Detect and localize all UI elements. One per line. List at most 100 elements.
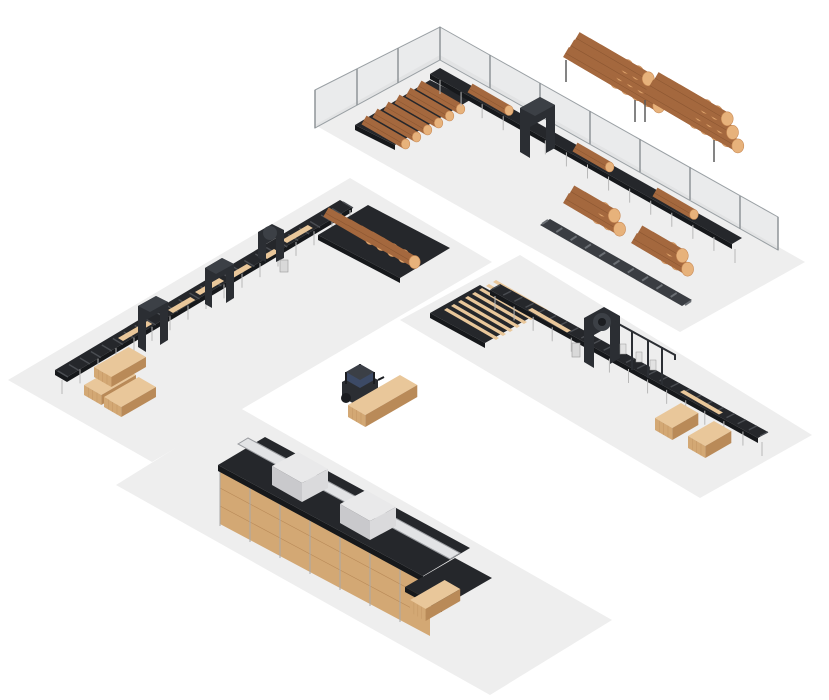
log-end [412, 131, 422, 143]
roller [569, 327, 579, 333]
roller [655, 283, 663, 290]
kiln-hood-1 [272, 452, 328, 502]
roller [555, 227, 563, 233]
roller [112, 337, 124, 346]
log-end [731, 138, 745, 154]
roller [491, 284, 501, 290]
board [458, 300, 513, 332]
primary-line [55, 200, 450, 417]
lumber-pallet-icon [104, 377, 156, 407]
roller [726, 412, 735, 419]
lumber-pallet-icon [348, 375, 418, 415]
kiln-lumber-racks [219, 470, 431, 636]
roller [243, 259, 255, 268]
lumber-rack [310, 518, 340, 588]
log-end [423, 124, 433, 136]
saw-machine-2 [205, 258, 234, 308]
roller [584, 243, 592, 250]
lumber-rack [280, 502, 310, 572]
log-end [408, 255, 421, 269]
roller [189, 292, 200, 300]
saw-machine-1 [138, 296, 168, 352]
trimmer-frame [614, 321, 676, 385]
board [680, 390, 723, 415]
log-infeed-deck [355, 80, 470, 150]
lumber-pallet-icon [688, 421, 732, 446]
resaw-machine [571, 307, 620, 368]
roller [598, 251, 606, 258]
lumber-rack [220, 470, 250, 540]
log-end [504, 105, 514, 116]
log-end [720, 111, 734, 127]
log-sorting-bed [540, 219, 692, 306]
roller [648, 370, 657, 376]
board [444, 308, 499, 340]
log-end [689, 209, 699, 220]
log-end [605, 161, 615, 173]
roller [514, 296, 523, 302]
roller [627, 267, 635, 274]
board [528, 308, 571, 333]
roller [641, 275, 649, 282]
lumber-pallet-icon [94, 347, 146, 377]
board [168, 297, 196, 313]
roller [670, 382, 679, 388]
yard-log-stacks [563, 32, 745, 162]
trimmer-block [649, 359, 657, 371]
roller [659, 376, 668, 382]
roller [748, 425, 758, 431]
forklift-lumber-load [348, 375, 418, 427]
board [282, 225, 313, 243]
infeed-logs [361, 80, 466, 150]
roller [331, 207, 343, 216]
board [465, 296, 520, 328]
yard-log-stacks-lower [563, 185, 694, 277]
lumber-pallet-icon [655, 403, 699, 428]
board [472, 292, 527, 324]
lumber-pallet-left [84, 347, 156, 417]
trimmer-blocks [619, 343, 657, 371]
trimmer-block [635, 351, 643, 363]
lumber-rack [370, 550, 400, 620]
roller [101, 344, 113, 352]
roller [670, 292, 678, 298]
drying-kiln [218, 437, 492, 636]
log-end [456, 103, 466, 115]
roller [90, 350, 102, 359]
roller [525, 302, 534, 309]
kiln-outfeed-pallet [410, 580, 461, 621]
roller [737, 419, 746, 425]
lumber-pallet-icon [410, 580, 461, 609]
trimmer-block [619, 343, 627, 355]
log-end [681, 261, 694, 277]
roller [309, 220, 321, 229]
roller [342, 201, 354, 209]
log-end [726, 125, 739, 140]
roller [57, 370, 69, 378]
conveyor-legs [439, 80, 736, 263]
forklift [341, 364, 418, 427]
roller [541, 219, 549, 225]
roller [612, 259, 621, 266]
resaw-line [430, 280, 769, 458]
log-end [676, 248, 689, 263]
log-yard-conveyor [430, 68, 742, 263]
log-end [401, 138, 411, 150]
roller [570, 235, 578, 242]
conveyor-logs [467, 83, 699, 220]
roller [79, 357, 91, 365]
board [262, 249, 280, 259]
roller [145, 318, 157, 326]
log-end [434, 117, 444, 129]
roller [684, 300, 692, 306]
lumber-rack [250, 486, 280, 556]
board [451, 304, 506, 336]
log-end [608, 208, 621, 223]
primary-deck-logs [323, 207, 421, 269]
roller [759, 431, 769, 437]
roller [68, 363, 80, 372]
log-end [613, 221, 626, 237]
saw-machine-3 [258, 224, 289, 273]
log-scanner-arch [520, 97, 555, 158]
